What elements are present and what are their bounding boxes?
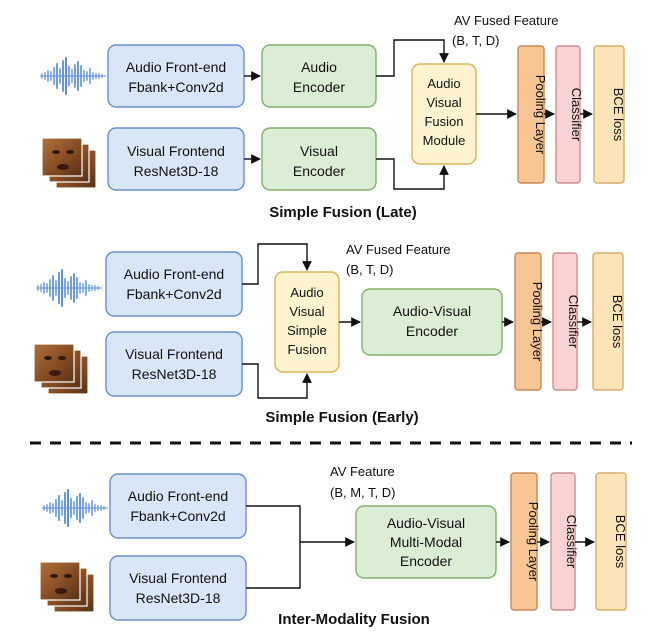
inter-classifier-label: Classifier bbox=[564, 515, 579, 569]
late-visual-encoder-line2: Encoder bbox=[293, 163, 345, 179]
inter-feature-label: AV Feature bbox=[330, 464, 395, 479]
inter-visual-frontend-line1: Visual Frontend bbox=[129, 570, 227, 586]
late-fusion-line3: Fusion bbox=[424, 114, 463, 129]
early-classifier-label: Classifier bbox=[566, 295, 581, 349]
late-audio-encoder-box bbox=[261, 44, 377, 108]
face-frames-icon bbox=[41, 137, 97, 189]
late-audio-frontend-line1: Audio Front-end bbox=[126, 59, 226, 75]
early-pooling-label: Pooling Layer bbox=[530, 282, 545, 362]
early-section: Audio Front-end Fbank+Conv2d Visual Fron… bbox=[33, 242, 625, 426]
audio-waveform-icon bbox=[36, 269, 102, 307]
inter-section: Audio Front-end Fbank+Conv2d Visual Fron… bbox=[39, 464, 628, 628]
early-fusion-line1: Audio bbox=[290, 285, 323, 300]
early-audio-frontend-line1: Audio Front-end bbox=[124, 266, 224, 282]
early-loss-box bbox=[592, 252, 624, 391]
inter-feature-shape: (B, M, T, D) bbox=[330, 485, 395, 500]
early-encoder-line1: Audio-Visual bbox=[393, 303, 471, 319]
late-classifier-label: Classifier bbox=[569, 88, 584, 142]
inter-encoder-line2: Multi-Modal bbox=[390, 534, 462, 550]
early-encoder-box bbox=[361, 288, 503, 356]
late-fusion-line1: Audio bbox=[427, 76, 460, 91]
late-fusion-line2: Visual bbox=[426, 95, 461, 110]
late-feature-shape: (B, T, D) bbox=[452, 33, 499, 48]
inter-loss-label: BCE loss bbox=[613, 515, 628, 569]
face-frames-icon bbox=[39, 561, 95, 613]
early-visual-frontend-line1: Visual Frontend bbox=[125, 346, 223, 362]
inter-encoder-line1: Audio-Visual bbox=[387, 515, 465, 531]
inter-visual-frontend-line2: ResNet3D-18 bbox=[136, 590, 221, 606]
late-audio-frontend-line2: Fbank+Conv2d bbox=[128, 79, 223, 95]
early-feature-shape: (B, T, D) bbox=[346, 262, 393, 277]
late-arrow-a2 bbox=[376, 39, 449, 77]
early-feature-label: AV Fused Feature bbox=[346, 242, 451, 257]
early-arrow-a bbox=[242, 243, 312, 285]
late-caption: Simple Fusion (Late) bbox=[269, 204, 417, 221]
early-fusion-line3: Simple bbox=[287, 323, 327, 338]
inter-audio-frontend-line1: Audio Front-end bbox=[128, 488, 228, 504]
early-audio-frontend-box bbox=[105, 251, 243, 317]
early-fusion-line4: Fusion bbox=[287, 342, 326, 357]
late-section: Audio Front-end Fbank+Conv2d Visual Fron… bbox=[40, 13, 626, 221]
late-visual-frontend-box bbox=[107, 127, 245, 191]
early-encoder-line2: Encoder bbox=[406, 323, 458, 339]
inter-visual-frontend-box bbox=[109, 555, 247, 621]
late-audio-encoder-line2: Encoder bbox=[293, 79, 345, 95]
audio-waveform-icon bbox=[42, 489, 108, 527]
audio-waveform-icon bbox=[40, 57, 106, 95]
late-visual-encoder-box bbox=[261, 127, 377, 191]
late-feature-label: AV Fused Feature bbox=[454, 13, 559, 28]
late-visual-frontend-line1: Visual Frontend bbox=[127, 143, 225, 159]
early-visual-frontend-line2: ResNet3D-18 bbox=[132, 366, 217, 382]
early-fusion-line2: Visual bbox=[289, 304, 324, 319]
late-audio-encoder-line1: Audio bbox=[301, 59, 337, 75]
early-arrow-v bbox=[242, 363, 312, 399]
late-arrow-v2 bbox=[376, 158, 449, 190]
early-audio-frontend-line2: Fbank+Conv2d bbox=[126, 286, 221, 302]
inter-audio-frontend-box bbox=[109, 473, 247, 539]
late-loss-label: BCE loss bbox=[611, 88, 626, 142]
inter-audio-frontend-line2: Fbank+Conv2d bbox=[130, 508, 225, 524]
late-fusion-line4: Module bbox=[423, 133, 466, 148]
late-audio-frontend-box bbox=[107, 44, 245, 108]
inter-arrow-a bbox=[246, 505, 301, 589]
inter-pooling-label: Pooling Layer bbox=[526, 502, 541, 582]
inter-loss-box bbox=[595, 472, 627, 611]
inter-caption: Inter-Modality Fusion bbox=[278, 611, 430, 628]
early-loss-label: BCE loss bbox=[610, 295, 625, 349]
early-caption: Simple Fusion (Early) bbox=[265, 409, 418, 426]
late-pooling-label: Pooling Layer bbox=[533, 75, 548, 155]
inter-encoder-line3: Encoder bbox=[400, 553, 452, 569]
late-visual-encoder-line1: Visual bbox=[300, 143, 338, 159]
late-visual-frontend-line2: ResNet3D-18 bbox=[134, 163, 219, 179]
early-visual-frontend-box bbox=[105, 331, 243, 397]
late-loss-box bbox=[593, 45, 625, 184]
face-frames-icon bbox=[33, 343, 89, 395]
